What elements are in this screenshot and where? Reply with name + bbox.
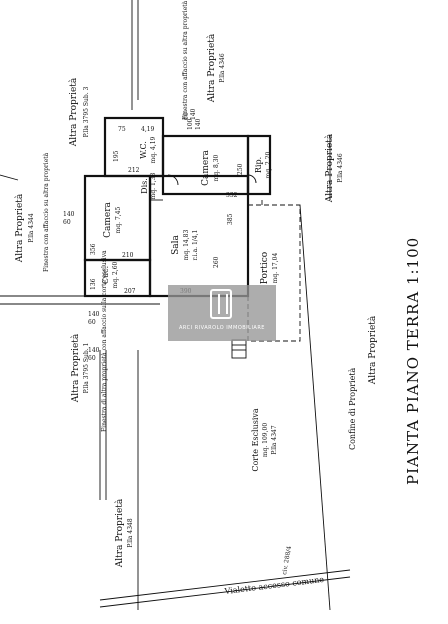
room-cuc-area: mq. 2,60 [112, 261, 119, 288]
room-sala-ratio: r.i.a. 1/4,1 [192, 230, 199, 261]
room-camera-left-name: Camera [103, 201, 113, 237]
dim-win-e: 140 [88, 311, 100, 318]
dim-356: 356 [90, 243, 97, 255]
room-rip-area: mq. 2,20 [265, 151, 272, 178]
room-wc-name: W.C. [139, 141, 148, 159]
property-right: Altra Proprietà P.lla 4346 [324, 133, 344, 203]
property-top: Altra Proprietà P.lla 3795 Sub. 3 [68, 77, 90, 147]
dim-212: 212 [128, 167, 140, 174]
watermark-logo-icon [210, 289, 232, 319]
plan-title: PIANTA PIANO TERRA 1:100 [404, 237, 422, 485]
dim-win-a: 60 [183, 112, 190, 120]
room-wc: W.C. mq. 4,19 [139, 136, 157, 163]
property-right-plot: P.lla 4346 [337, 153, 344, 183]
room-corte: Corte Esclusiva mq. 109,00 P.lla 4347 [251, 408, 278, 472]
room-corte-name: Corte Esclusiva [251, 408, 260, 472]
property-mid-left-title: Altra Proprietà [70, 333, 81, 403]
property-top-right-plot: P.lla 4346 [219, 53, 226, 83]
building-walls [83, 116, 301, 359]
room-dis-name: Dis. [140, 178, 149, 194]
room-sala-name: Sala [171, 234, 181, 254]
property-bottom-left-title: Altra Proprietà [114, 498, 125, 568]
room-cuc: Cuc. mq. 2,60 [101, 261, 119, 288]
dim-136: 136 [90, 278, 97, 290]
room-cuc-name: Cuc. [101, 266, 110, 284]
dimensions: 75 4,19 100 140 195 212 332 250 385 356 … [63, 108, 244, 362]
dim-win-f: 140 [88, 347, 100, 354]
dim-win-d: 140 [63, 211, 75, 218]
dim-win-c: 60 [63, 219, 71, 226]
room-camera-top: Camera mq. 8,30 [201, 149, 220, 185]
room-camera-top-name: Camera [201, 149, 211, 185]
room-rip-name: Rip. [254, 157, 263, 173]
note-vialetto: Vialetto accesso comune [223, 575, 325, 596]
room-corte-area: mq. 109,00 [262, 423, 269, 458]
note-civ: civ. 288/4 [281, 545, 293, 575]
dim-385: 385 [227, 213, 234, 225]
room-portico-name: Portico [260, 252, 270, 284]
property-top-title: Altra Proprietà [68, 77, 79, 147]
dim-210: 210 [122, 252, 134, 259]
room-wc-area: mq. 4,19 [150, 136, 157, 163]
dim-100: 100 [187, 118, 194, 130]
room-portico: Portico mq. 17,04 [260, 252, 279, 284]
room-camera-left: Camera mq. 7,45 [103, 201, 122, 237]
property-top-plot: P.lla 3795 Sub. 3 [83, 86, 90, 137]
room-camera-top-area: mq. 8,30 [213, 154, 220, 181]
property-bottom-right-title: Altra Proprietà [367, 315, 378, 385]
property-left-plot: P.lla 4344 [28, 213, 35, 243]
property-left: Altra Proprietà P.lla 4344 [14, 193, 35, 263]
property-lines [0, 0, 351, 611]
room-dis-area: mq. 1,38 [150, 172, 157, 199]
property-left-title: Altra Proprietà [14, 193, 25, 263]
property-right-title: Altra Proprietà [324, 133, 335, 203]
note-window-mid: Finestra di altra proprietà con affaccio… [101, 250, 108, 432]
dim-140: 140 [195, 118, 202, 130]
room-camera-left-area: mq. 7,45 [115, 206, 122, 233]
property-bottom-left: Altra Proprietà P.lla 4348 [114, 498, 134, 568]
property-mid-left-plot: P.lla 3795 Sub. 1 [83, 343, 90, 394]
watermark: ARCI RIVAROLO IMMOBILIARE [168, 285, 276, 341]
dim-win-h: 60 [88, 355, 96, 362]
room-sala: Sala mq. 14,83 r.i.a. 1/4,1 [171, 230, 199, 261]
dim-win-g: 60 [88, 319, 96, 326]
room-portico-area: mq. 17,04 [272, 253, 279, 284]
dim-win-b: 140 [190, 108, 197, 120]
note-confine: Confine di Proprietà [348, 367, 357, 450]
dim-75: 75 [118, 126, 126, 133]
watermark-text: ARCI RIVAROLO IMMOBILIARE [179, 325, 265, 331]
dim-332: 332 [226, 192, 238, 199]
property-bottom-right: Altra Proprietà [367, 315, 378, 385]
note-window-top: Finestra con affaccio su altra proprietà [182, 0, 189, 120]
dim-195: 195 [113, 150, 120, 162]
dim-250: 250 [237, 163, 244, 175]
property-top-right: Altra Proprietà P.lla 4346 [206, 33, 226, 103]
note-window-left: Finestra con affaccio su altra proprietà [43, 152, 50, 272]
property-mid-left: Altra Proprietà P.lla 3795 Sub. 1 [70, 333, 90, 403]
property-bottom-left-plot: P.lla 4348 [127, 518, 134, 548]
dim-207: 207 [124, 288, 136, 295]
room-dis: Dis. mq. 1,38 [140, 172, 157, 199]
dim-260: 260 [213, 256, 220, 268]
room-sala-area: mq. 14,83 [183, 230, 190, 261]
dim-419: 4,19 [141, 126, 155, 133]
room-corte-plot: P.lla 4347 [271, 425, 278, 455]
room-rip: Rip. mq. 2,20 [254, 151, 272, 178]
property-top-right-title: Altra Proprietà [206, 33, 217, 103]
